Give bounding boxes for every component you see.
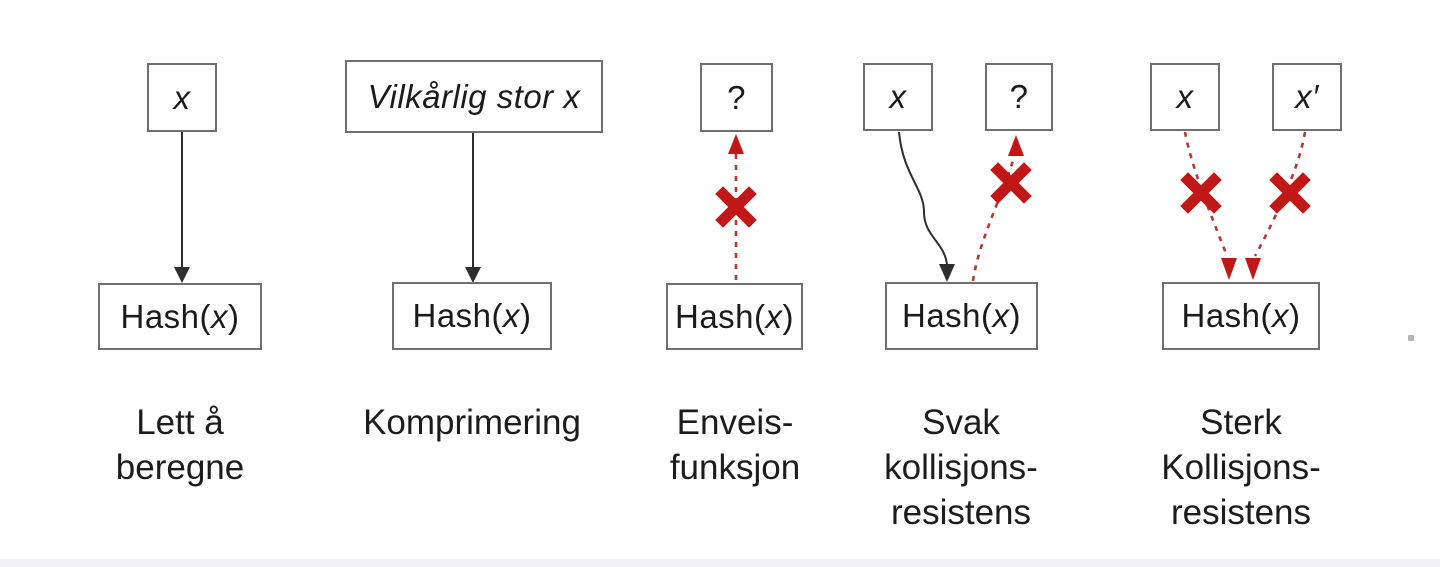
hash-output-box: Hash(x) [392,282,552,350]
caption-line: resistens [1170,493,1312,532]
stray-dot [1408,335,1414,341]
input-box-question: ? [985,63,1053,131]
input-box-vilkarlig-stor-x: Vilkårlig stor x [345,60,603,133]
caption-enveis-funksjon: Enveis- funksjon [635,400,835,490]
caption-line: kollisjons- [884,448,1038,487]
input-box-x: x [1150,63,1220,131]
box-label: x [889,78,907,115]
down-arrow [174,132,190,283]
hash-label: Hash(x) [674,297,795,335]
hash-output-box: Hash(x) [98,283,262,350]
caption-line: Komprimering [363,403,581,442]
caption-line: beregne [115,448,245,487]
red-x-icon [990,162,1032,204]
box-label: ? [727,78,746,116]
caption-line: resistens [890,493,1032,532]
input-box-x: x [147,63,217,132]
hash-label: Hash(x) [120,297,240,335]
input-box-x-prime: x′ [1272,63,1342,131]
caption-sterk-kollisjonsresistens: Sterk Kollisjons- resistens [1141,400,1341,535]
caption-line: Kollisjons- [1161,448,1321,487]
red-x-icon [1180,172,1222,214]
box-label: x [1176,78,1194,115]
curved-down-arrow [898,131,955,282]
blocked-down-arrow [1245,131,1311,280]
caption-komprimering: Komprimering [342,400,602,445]
caption-svak-kollisjonsresistens: Svak kollisjons- resistens [861,400,1061,535]
caption-line: Enveis- [676,403,794,442]
hash-output-box: Hash(x) [666,283,803,350]
down-arrow [465,133,481,283]
caption-line: Svak [922,403,1000,442]
blocked-up-arrow [715,134,757,280]
hash-label: Hash(x) [412,297,532,334]
hash-output-box: Hash(x) [1162,282,1320,350]
blocked-up-arrow [971,135,1032,282]
box-label: x′ [1295,78,1319,115]
input-box-x: x [863,63,933,131]
blocked-down-arrow [1180,131,1237,280]
red-x-icon [715,186,757,228]
red-x-icon [1269,172,1311,214]
box-label: ? [1009,78,1029,115]
caption-line: Sterk [1200,403,1282,442]
hash-output-box: Hash(x) [885,282,1038,350]
bottom-edge-strip [0,559,1440,567]
hash-label: Hash(x) [1181,297,1301,334]
caption-line: Lett å [136,403,224,442]
input-box-question: ? [700,63,773,132]
caption-line: funksjon [669,448,801,487]
caption-lett-a-beregne: Lett å beregne [80,400,280,490]
box-label: Vilkårlig stor x [367,77,581,115]
hash-label: Hash(x) [901,297,1022,334]
box-label: x [173,78,191,116]
